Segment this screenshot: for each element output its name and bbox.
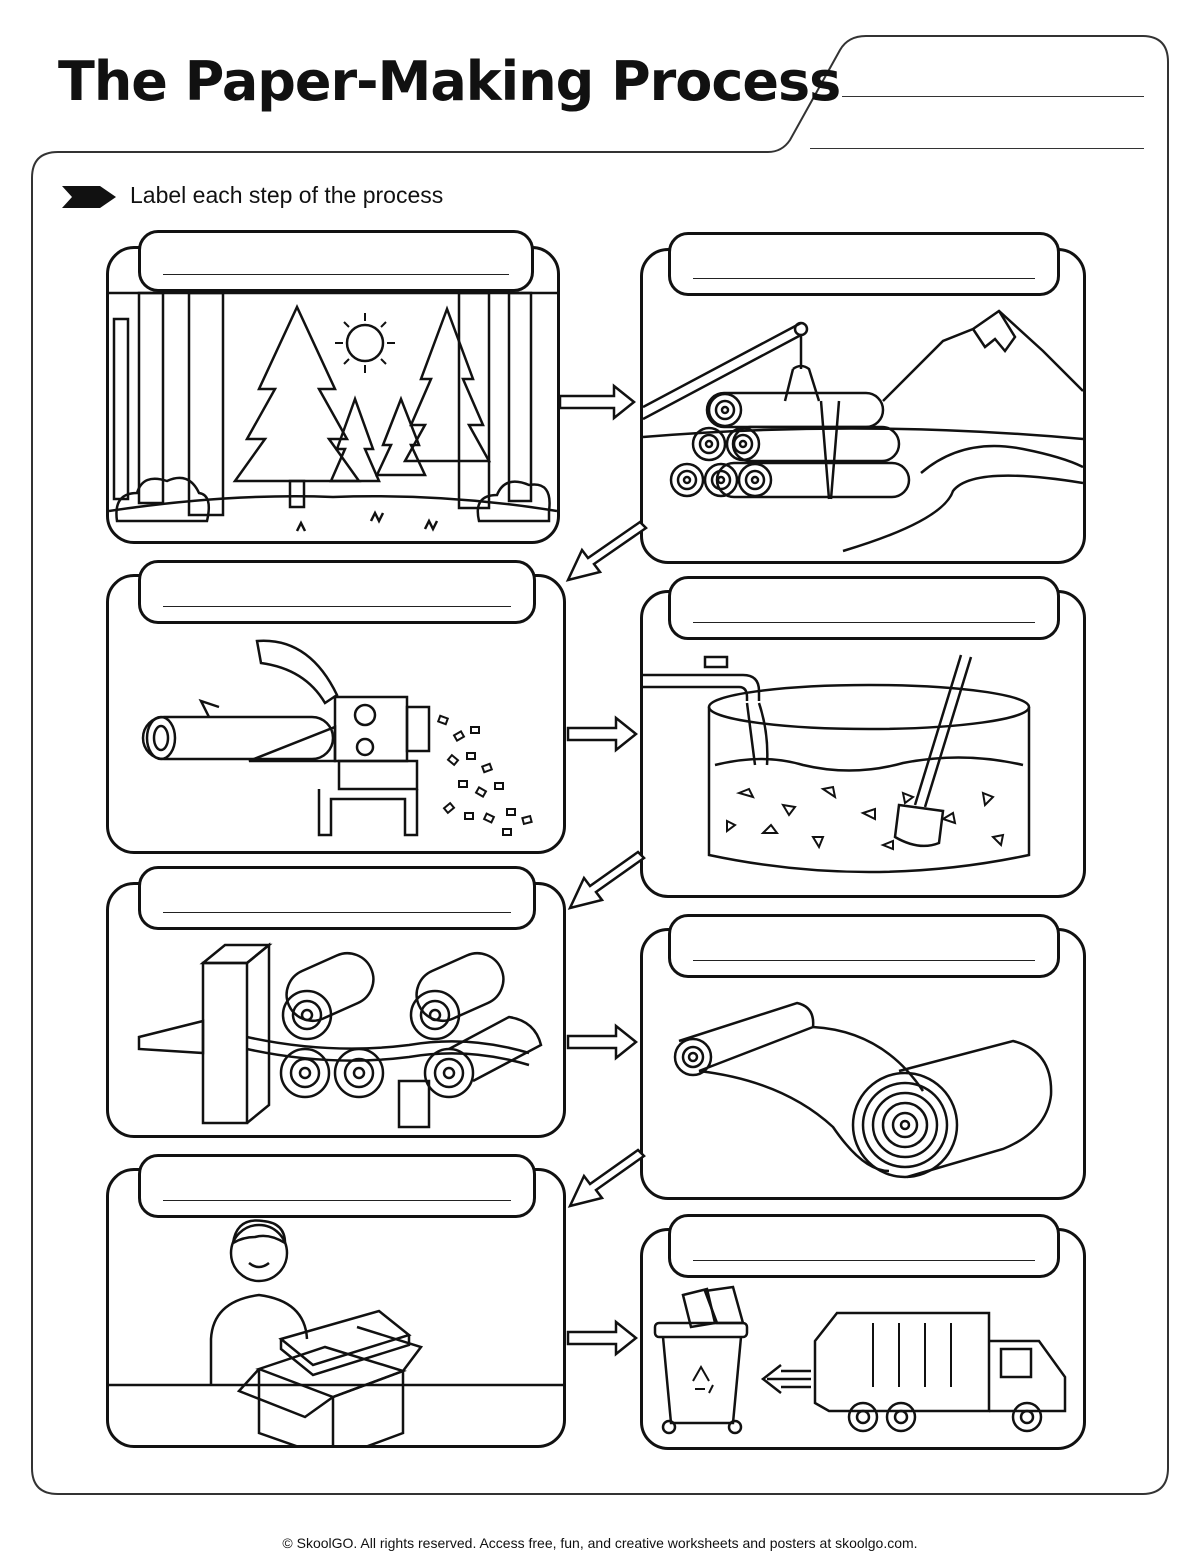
step-card-1 (106, 246, 560, 544)
step-label-box-6[interactable] (668, 914, 1060, 978)
recycling-truck-icon (653, 1285, 1067, 1435)
paper-roll-icon (673, 1001, 1053, 1179)
arrow-right-icon (558, 383, 637, 421)
step-label-box-8[interactable] (668, 1214, 1060, 1278)
step-label-box-7[interactable] (138, 1154, 536, 1218)
instruction-marker-icon (62, 186, 116, 208)
step-label-box-3[interactable] (138, 560, 536, 624)
arrow-down-left-icon (567, 850, 646, 910)
date-line[interactable] (810, 148, 1144, 149)
arrow-down-left-icon (567, 1148, 646, 1208)
forest-scene-icon (109, 291, 557, 532)
arrow-right-icon (566, 1023, 639, 1061)
name-line[interactable] (842, 96, 1144, 97)
instruction-text: Label each step of the process (130, 182, 444, 208)
arrow-right-icon (566, 1319, 639, 1357)
step-label-box-5[interactable] (138, 866, 536, 930)
step-label-box-1[interactable] (138, 230, 534, 292)
step-card-2 (640, 248, 1086, 564)
press-rollers-icon (137, 942, 543, 1129)
copyright-footer: © SkoolGO. All rights reserved. Access f… (282, 1535, 918, 1551)
arrow-right-icon (566, 715, 639, 753)
pulp-vat-icon (643, 654, 1031, 874)
wood-chipper-icon (141, 639, 533, 837)
step-label-box-4[interactable] (668, 576, 1060, 640)
packing-box-icon (109, 1219, 563, 1445)
step-label-box-2[interactable] (668, 232, 1060, 296)
arrow-down-left-icon (565, 520, 648, 582)
page-title: The Paper-Making Process (58, 50, 841, 113)
logs-transport-icon (643, 309, 1083, 553)
